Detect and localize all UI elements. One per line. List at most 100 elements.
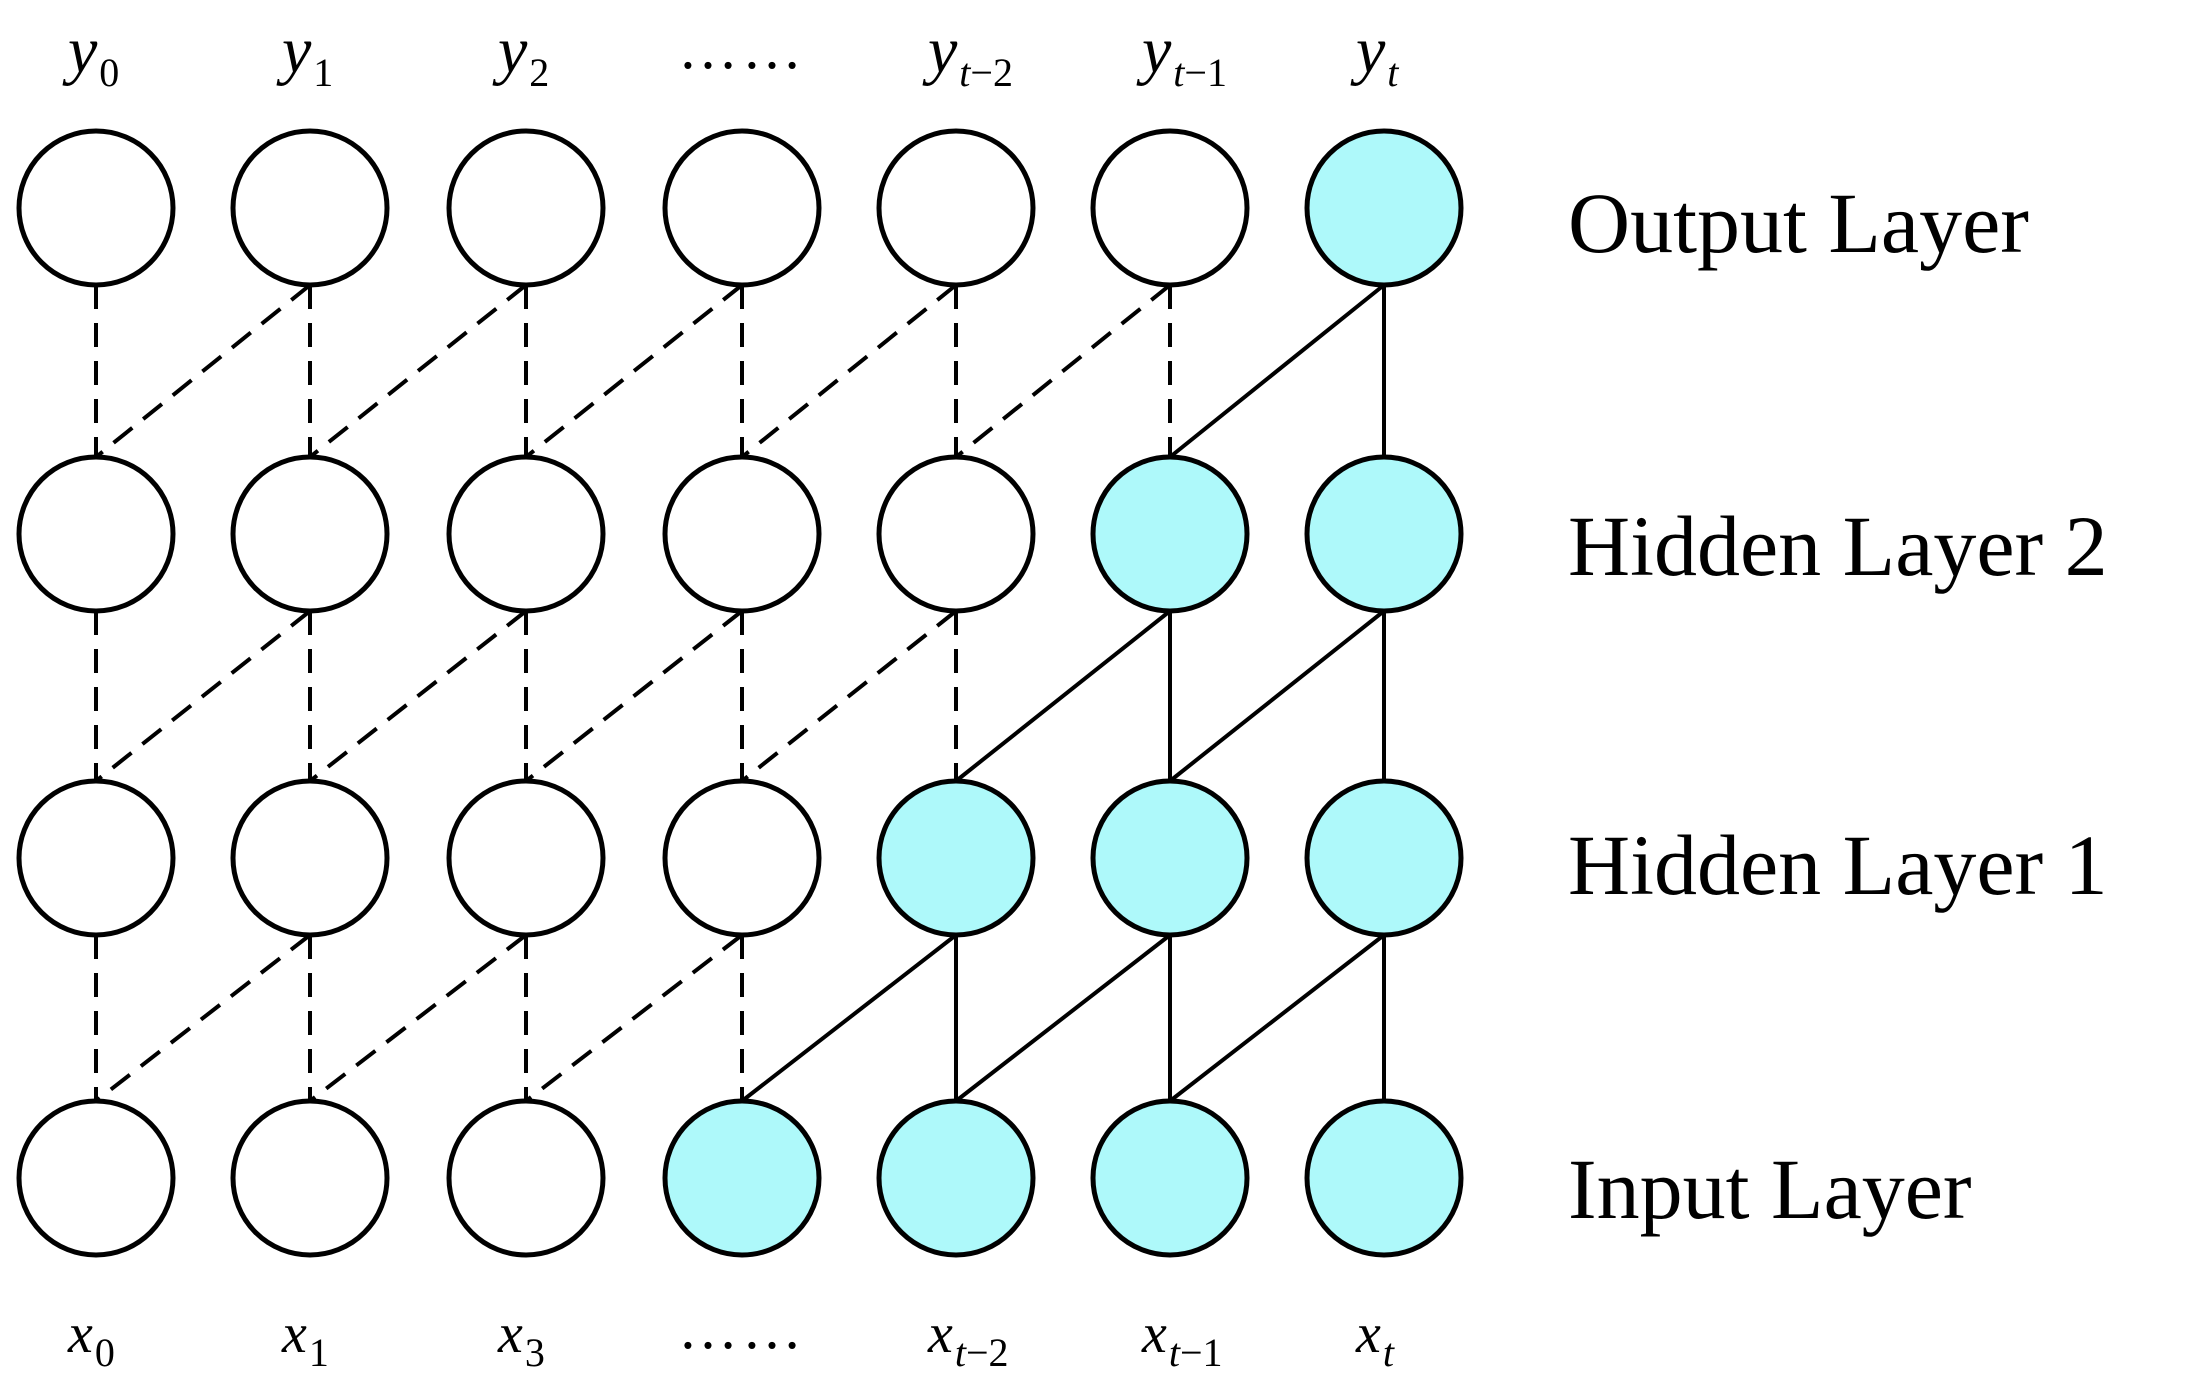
output-var-label-1: y1 (276, 14, 333, 95)
node-output-3 (662, 128, 822, 288)
node-hidden-1-4 (876, 778, 1036, 938)
input-var-label-2: x3 (497, 1303, 545, 1375)
output-var-label-2: y2 (492, 14, 549, 95)
node-hidden-2-3 (662, 454, 822, 614)
node-hidden-1-3 (662, 778, 822, 938)
node-hidden-2-4 (876, 454, 1036, 614)
output-var-base: y (922, 14, 958, 87)
node-hidden-2-1 (230, 454, 390, 614)
edge-diagonal-hidden-2-5 (954, 609, 1172, 783)
node-hidden-2-6 (1304, 454, 1464, 614)
edge-diagonal-hidden-2-2 (308, 609, 528, 783)
input-var-subscript: t−1 (1169, 1330, 1223, 1375)
node-output-6 (1304, 128, 1464, 288)
layer-label-hidden-2: Hidden Layer 2 (1568, 498, 2108, 594)
input-var-ellipsis: …… (678, 1295, 806, 1361)
input-var-base: x (497, 1303, 523, 1365)
node-output-5 (1090, 128, 1250, 288)
output-var-subscript: t−1 (1173, 50, 1227, 95)
input-var-subscript-char: 1 (309, 1330, 329, 1375)
input-var-subscript-char: t (955, 1330, 967, 1375)
edge-diagonal-hidden-2-6 (1168, 609, 1386, 783)
input-var-subscript: t−2 (955, 1330, 1009, 1375)
input-var-subscript: 0 (95, 1330, 115, 1375)
edge-diagonal-hidden-1-3 (524, 933, 744, 1103)
output-var-base: y (62, 14, 98, 87)
edge-diagonal-output-2 (308, 283, 528, 459)
output-var-base: y (1136, 14, 1172, 87)
output-var-label-5: yt−1 (1136, 14, 1227, 95)
output-var-base: y (1350, 14, 1386, 87)
edge-diagonal-output-6 (1168, 283, 1386, 459)
input-var-base: x (1355, 1303, 1381, 1365)
input-var-subscript: t (1383, 1330, 1395, 1375)
output-var-label-0: y0 (62, 14, 119, 95)
input-var-base: x (67, 1303, 93, 1365)
edge-diagonal-hidden-1-5 (954, 933, 1172, 1103)
output-var-subscript-char: 2 (529, 50, 549, 95)
input-var-subscript-char: 3 (525, 1330, 545, 1375)
input-var-label-4: xt−2 (927, 1303, 1009, 1375)
output-var-base: y (492, 14, 528, 87)
node-input-5 (1090, 1098, 1250, 1258)
output-var-subscript-char: 1 (1207, 50, 1227, 95)
output-var-subscript: 1 (313, 50, 333, 95)
output-var-ellipsis: …… (678, 15, 806, 81)
input-var-label-1: x1 (281, 1303, 329, 1375)
edge-diagonal-hidden-1-1 (94, 933, 312, 1103)
node-hidden-2-0 (16, 454, 176, 614)
node-input-0 (16, 1098, 176, 1258)
output-var-subscript-char: t (959, 50, 971, 95)
input-var-base: x (1141, 1303, 1167, 1365)
edge-diagonal-hidden-1-2 (308, 933, 528, 1103)
node-hidden-2-5 (1090, 454, 1250, 614)
edge-diagonal-hidden-2-3 (524, 609, 744, 783)
node-hidden-2-2 (446, 454, 606, 614)
node-hidden-1-5 (1090, 778, 1250, 938)
input-var-subscript-char: t (1169, 1330, 1181, 1375)
node-output-4 (876, 128, 1036, 288)
input-var-base: x (927, 1303, 953, 1365)
output-var-subscript-char: − (1184, 50, 1207, 95)
output-var-subscript-char: 2 (993, 50, 1013, 95)
node-output-1 (230, 128, 390, 288)
node-hidden-1-6 (1304, 778, 1464, 938)
output-var-subscript-char: 0 (99, 50, 119, 95)
node-hidden-1-2 (446, 778, 606, 938)
output-var-subscript-char: t (1387, 50, 1399, 95)
input-var-subscript-char: 2 (989, 1330, 1009, 1375)
input-var-subscript-char: t (1383, 1330, 1395, 1375)
output-var-label-6: yt (1350, 14, 1399, 95)
node-output-0 (16, 128, 176, 288)
node-input-3 (662, 1098, 822, 1258)
input-var-subscript-char: − (1180, 1330, 1203, 1375)
output-var-subscript-char: t (1173, 50, 1185, 95)
node-output-2 (446, 128, 606, 288)
input-var-subscript: 1 (309, 1330, 329, 1375)
edge-diagonal-hidden-1-4 (740, 933, 958, 1103)
layer-label-hidden-1: Hidden Layer 1 (1568, 817, 2108, 913)
edge-diagonal-output-3 (524, 283, 744, 459)
edge-diagonal-output-1 (94, 283, 312, 459)
neuron-nodes (16, 128, 1464, 1258)
output-var-base: y (276, 14, 312, 87)
node-input-1 (230, 1098, 390, 1258)
input-var-label-0: x0 (67, 1303, 115, 1375)
output-var-subscript-char: − (970, 50, 993, 95)
input-var-subscript: 3 (525, 1330, 545, 1375)
input-var-subscript-char: 0 (95, 1330, 115, 1375)
node-hidden-1-1 (230, 778, 390, 938)
node-input-4 (876, 1098, 1036, 1258)
output-var-subscript-char: 1 (313, 50, 333, 95)
layer-label-input: Input Layer (1568, 1141, 1972, 1237)
node-hidden-1-0 (16, 778, 176, 938)
output-var-subscript: t−2 (959, 50, 1013, 95)
layer-labels: Output Layer Hidden Layer 2 Hidden Layer… (1568, 175, 2108, 1237)
edge-diagonal-hidden-1-6 (1168, 933, 1386, 1103)
node-input-2 (446, 1098, 606, 1258)
edge-diagonal-hidden-2-1 (94, 609, 312, 783)
input-var-subscript-char: 1 (1203, 1330, 1223, 1375)
input-var-base: x (281, 1303, 307, 1365)
